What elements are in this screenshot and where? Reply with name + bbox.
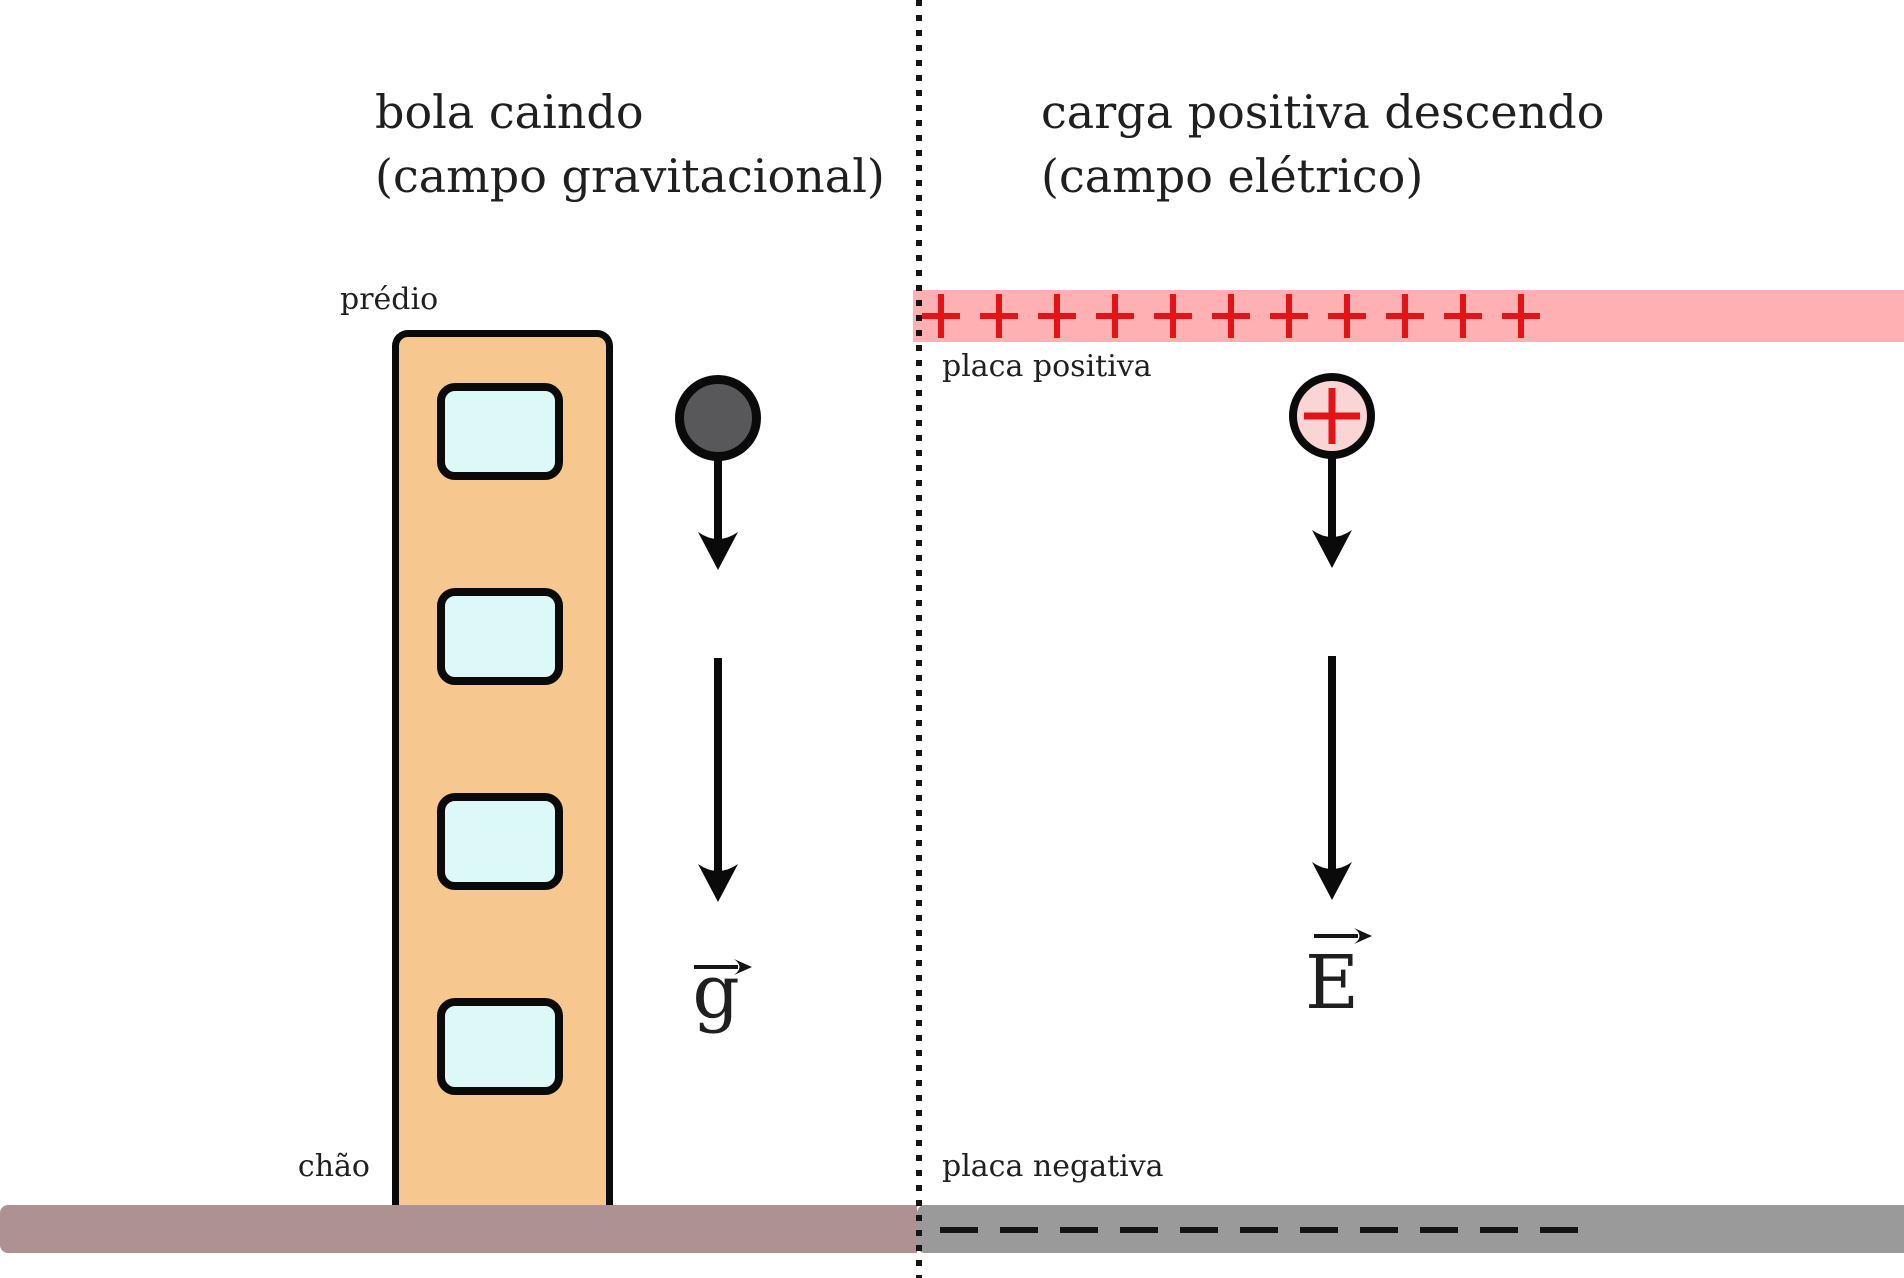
plus-sign-icon — [1328, 294, 1366, 338]
negative-plate-label: placa negativa — [942, 1149, 1164, 1184]
plus-sign-icon — [922, 294, 960, 338]
plus-sign-icon — [1154, 294, 1192, 338]
building-label: prédio — [340, 282, 439, 317]
electric-field-arrow — [1312, 656, 1352, 900]
building-window — [437, 793, 563, 890]
building-window — [437, 998, 563, 1095]
positive-plate-label: placa positiva — [942, 349, 1152, 384]
positive-charge — [1289, 373, 1375, 459]
electric-vector-letter: E — [1304, 940, 1360, 1026]
charge-motion-arrow — [1312, 456, 1352, 568]
plus-sign-icon — [1212, 294, 1250, 338]
plus-sign-icon — [1096, 294, 1134, 338]
right-panel-title: carga positiva descendo (campo elétrico) — [1041, 80, 1604, 208]
minus-sign-icon — [940, 1227, 978, 1233]
right-title-line2: (campo elétrico) — [1041, 149, 1424, 203]
vector-arrow-over-E-icon — [1314, 928, 1372, 944]
plus-sign-icon — [1502, 294, 1540, 338]
left-title-line1: bola caindo — [375, 85, 644, 139]
plus-sign-icon — [1270, 294, 1308, 338]
minus-sign-icon — [1360, 1227, 1398, 1233]
building-window — [437, 588, 563, 685]
left-title-line2: (campo gravitacional) — [375, 149, 885, 203]
ground-strip — [0, 1205, 917, 1253]
vector-arrow-over-g-icon — [694, 959, 752, 975]
plus-sign-icon — [980, 294, 1018, 338]
minus-sign-icon — [1180, 1227, 1218, 1233]
panel-divider-dotted-line — [916, 0, 922, 1278]
minus-sign-icon — [1300, 1227, 1338, 1233]
plus-sign-icon — [1444, 294, 1482, 338]
minus-sign-icon — [1000, 1227, 1038, 1233]
minus-sign-icon — [1540, 1227, 1578, 1233]
minus-sign-icon — [1420, 1227, 1458, 1233]
minus-sign-icon — [1120, 1227, 1158, 1233]
ball-motion-arrow — [698, 458, 738, 570]
minus-sign-icon — [1480, 1227, 1518, 1233]
building-window — [437, 383, 563, 480]
gravity-vector-letter: g — [692, 949, 740, 1035]
gravity-field-arrow — [698, 658, 738, 902]
ground-label: chão — [297, 1149, 370, 1184]
plus-sign-icon — [1038, 294, 1076, 338]
minus-sign-icon — [1060, 1227, 1098, 1233]
falling-ball — [675, 375, 761, 461]
right-title-line1: carga positiva descendo — [1041, 85, 1605, 139]
minus-sign-icon — [1240, 1227, 1278, 1233]
left-panel-title: bola caindo (campo gravitacional) — [375, 80, 885, 208]
plus-sign-icon — [1386, 294, 1424, 338]
